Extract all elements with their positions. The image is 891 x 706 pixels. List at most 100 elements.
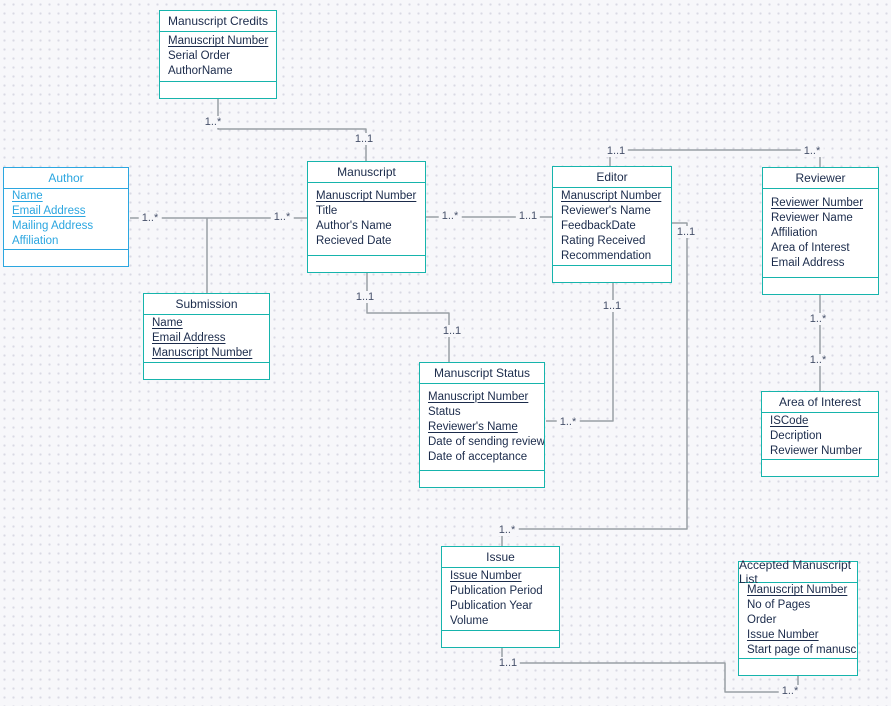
cardinality-label[interactable]: 1..1	[603, 145, 629, 157]
entity-accepted-manuscript-list[interactable]: Accepted Manuscript List Manuscript Numb…	[738, 558, 858, 676]
cardinality-label[interactable]: 1..1	[351, 133, 377, 145]
connector-editor-reviewer[interactable]	[609, 149, 821, 167]
entity-manuscript-credits[interactable]: Manuscript Credits Manuscript Number Ser…	[159, 10, 277, 99]
entity-manuscript-status[interactable]: Manuscript Status Manuscript Number Stat…	[419, 362, 545, 488]
attribute: Serial Order	[168, 50, 230, 62]
entity-footer	[160, 81, 276, 98]
entity-attributes: Issue Number Publication Period Publicat…	[442, 568, 559, 630]
entity-footer	[144, 362, 269, 379]
cardinality-label[interactable]: 1..*	[806, 313, 830, 325]
entity-footer	[442, 630, 559, 647]
attribute: Rating Received	[561, 235, 646, 247]
cardinality-label[interactable]: 1..1	[673, 226, 699, 238]
attribute: Affiliation	[771, 226, 818, 239]
entity-footer	[739, 658, 857, 675]
attribute: Email Address	[152, 332, 226, 344]
entity-issue[interactable]: Issue Issue Number Publication Period Pu…	[441, 546, 560, 648]
cardinality-label[interactable]: 1..1	[515, 210, 541, 222]
entity-footer	[4, 249, 128, 266]
entity-title: Issue	[442, 547, 559, 568]
entity-submission[interactable]: Submission Name Email Address Manuscript…	[143, 293, 270, 380]
connector-manuscript-manuscript-status[interactable]	[366, 273, 450, 362]
attribute: Affiliation	[12, 235, 59, 247]
attribute: Name	[152, 317, 183, 329]
attribute: Name	[12, 190, 43, 202]
entity-editor[interactable]: Editor Manuscript Number Reviewer's Name…	[552, 166, 672, 283]
entity-area-of-interest[interactable]: Area of Interest ISCode Decription Revie…	[761, 391, 879, 477]
entity-attributes: Manuscript Number Serial Order AuthorNam…	[160, 32, 276, 81]
entity-title: Area of Interest	[762, 392, 878, 413]
entity-title: Editor	[553, 167, 671, 188]
attribute: Date of acceptance	[428, 450, 528, 463]
entity-reviewer[interactable]: Reviewer Reviewer Number Reviewer Name A…	[762, 167, 879, 295]
attribute: No of Pages	[747, 599, 811, 611]
attribute: Manuscript Number	[561, 190, 662, 202]
entity-attributes: Reviewer Number Reviewer Name Affiliatio…	[763, 189, 878, 277]
attribute: Status	[428, 405, 461, 418]
attribute: Order	[747, 614, 777, 626]
attribute: Manuscript Number	[747, 584, 848, 596]
attribute: Reviewer's Name	[428, 420, 518, 433]
attribute: Publication Year	[450, 600, 533, 612]
attribute: Issue Number	[747, 629, 819, 641]
cardinality-label[interactable]: 1..*	[778, 685, 802, 697]
connector-manuscript-credits-manuscript[interactable]	[217, 99, 367, 161]
attribute: Manuscript Number	[152, 347, 253, 359]
cardinality-label[interactable]: 1..1	[599, 300, 625, 312]
attribute: Decription	[770, 429, 822, 442]
entity-author[interactable]: Author Name Email Address Mailing Addres…	[3, 167, 129, 267]
attribute: Date of sending review	[428, 435, 544, 448]
attribute: Issue Number	[450, 570, 522, 582]
entity-footer	[553, 265, 671, 282]
attribute: Manuscript Number	[428, 390, 529, 403]
entity-title: Manuscript Credits	[160, 11, 276, 32]
cardinality-label[interactable]: 1..*	[556, 416, 580, 428]
attribute: Volume	[450, 615, 489, 627]
entity-attributes: Name Email Address Manuscript Number	[144, 315, 269, 362]
entity-attributes: Manuscript Number Reviewer's Name Feedba…	[553, 188, 671, 265]
attribute: Reviewer Name	[771, 211, 853, 224]
attribute: Mailing Address	[12, 220, 94, 232]
cardinality-label[interactable]: 1..*	[495, 524, 519, 536]
attribute: Reviewer's Name	[561, 205, 651, 217]
cardinality-label[interactable]: 1..*	[800, 145, 824, 157]
cardinality-label[interactable]: 1..*	[806, 354, 830, 366]
attribute: Reviewer Number	[770, 444, 863, 457]
attribute: Start page of manuscript	[747, 644, 857, 656]
attribute: Author's Name	[316, 220, 392, 232]
attribute: Publication Period	[450, 585, 543, 597]
entity-manuscript[interactable]: Manuscript Manuscript Number Title Autho…	[307, 161, 426, 273]
cardinality-label[interactable]: 1..*	[138, 212, 162, 224]
attribute: Manuscript Number	[168, 35, 269, 47]
entity-title: Accepted Manuscript List	[739, 558, 857, 586]
attribute: Recommendation	[561, 250, 652, 262]
attribute: FeedbackDate	[561, 220, 636, 232]
attribute: Area of Interest	[771, 241, 850, 254]
entity-attributes: Manuscript Number No of Pages Order Issu…	[739, 583, 857, 658]
entity-attributes: Name Email Address Mailing Address Affil…	[4, 189, 128, 249]
cardinality-label[interactable]: 1..1	[495, 657, 521, 669]
entity-attributes: Manuscript Number Status Reviewer's Name…	[420, 384, 544, 470]
entity-title: Reviewer	[763, 168, 878, 189]
entity-footer	[763, 277, 878, 294]
entity-title: Author	[4, 168, 128, 189]
entity-footer	[308, 255, 425, 272]
entity-title: Manuscript	[308, 162, 425, 183]
cardinality-label[interactable]: 1..1	[352, 291, 378, 303]
attribute: ISCode	[770, 414, 809, 427]
cardinality-label[interactable]: 1..*	[438, 210, 462, 222]
entity-attributes: ISCode Decription Reviewer Number	[762, 413, 878, 459]
attribute: Reviewer Number	[771, 196, 864, 209]
entity-title: Submission	[144, 294, 269, 315]
cardinality-label[interactable]: 1..1	[439, 325, 465, 337]
attribute: Recieved Date	[316, 235, 392, 247]
attribute: Manuscript Number	[316, 190, 417, 202]
entity-footer	[762, 459, 878, 476]
attribute: Title	[316, 205, 338, 217]
entity-title: Manuscript Status	[420, 363, 544, 384]
entity-attributes: Manuscript Number Title Author's Name Re…	[308, 183, 425, 255]
cardinality-label[interactable]: 1..*	[270, 211, 294, 223]
attribute: Email Address	[771, 256, 845, 269]
cardinality-label[interactable]: 1..*	[201, 116, 225, 128]
